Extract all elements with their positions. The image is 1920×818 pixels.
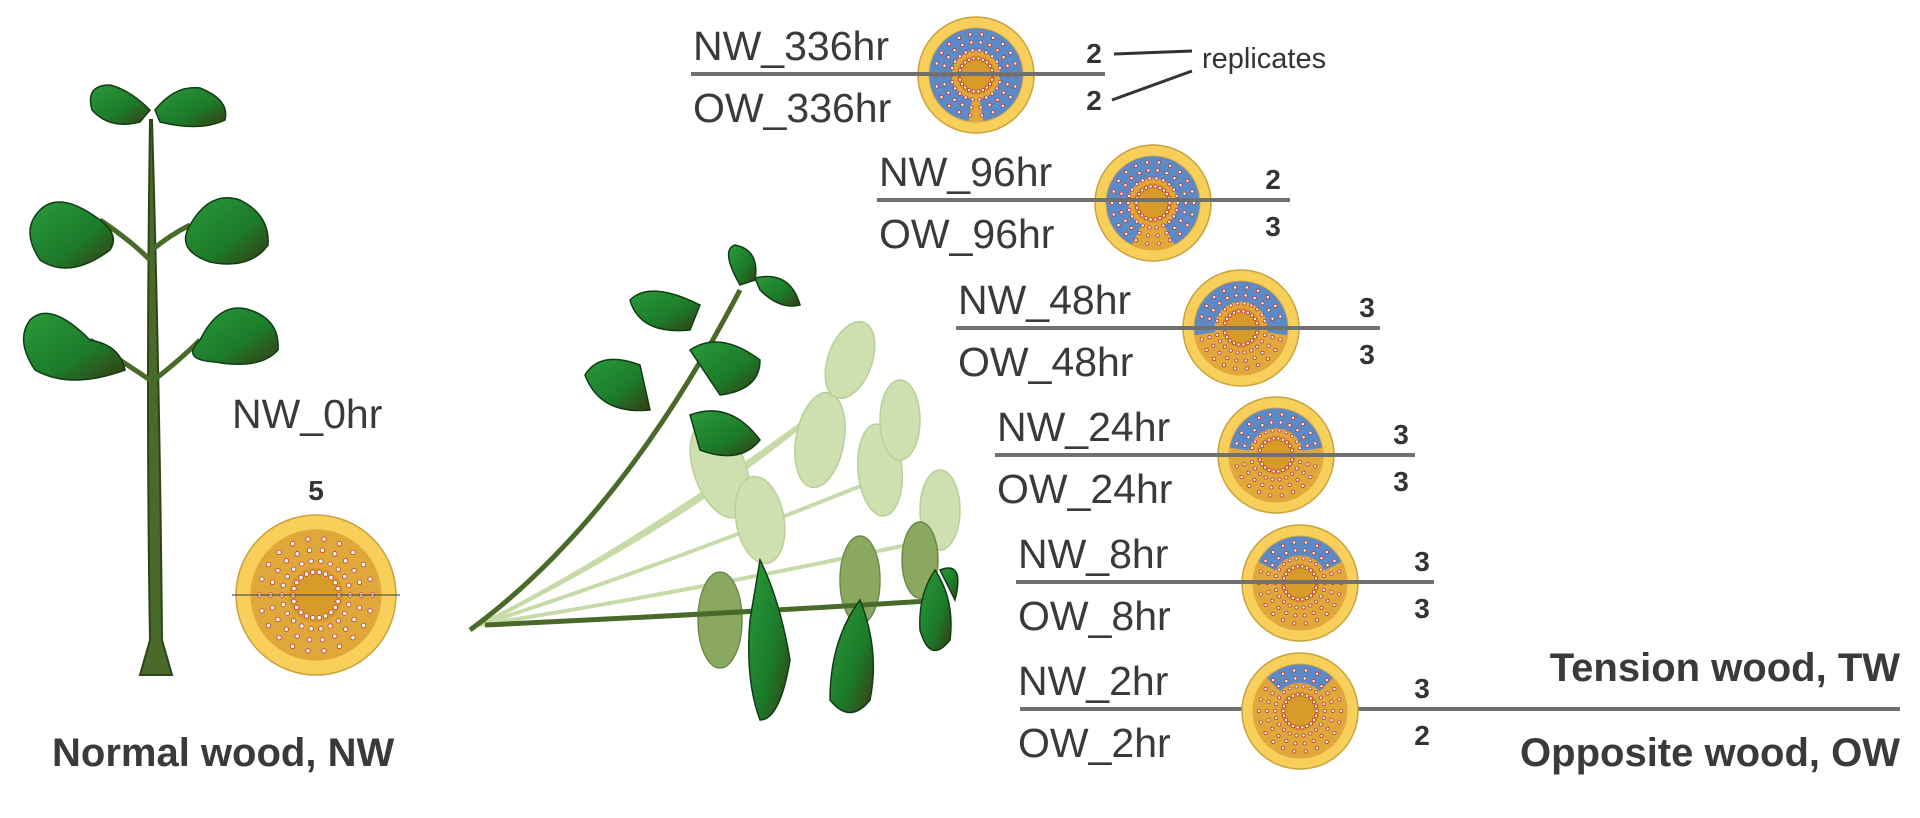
ow-replicate-count: 2 — [1086, 85, 1102, 116]
stem-cross-section — [1241, 652, 1359, 770]
nw-timepoint-label: NW_24hr — [997, 404, 1170, 450]
tension-wood-zone — [1194, 281, 1288, 336]
nw-replicate-count: 3 — [1414, 673, 1430, 704]
tension-wood-zone — [1267, 664, 1333, 692]
tension-wood-zone — [929, 28, 1023, 122]
bent-plant-illustration — [468, 244, 961, 721]
control-replicates: 5 — [308, 475, 324, 506]
tension-wood-zone — [1258, 536, 1342, 571]
ow-timepoint-label: OW_8hr — [1018, 593, 1171, 639]
nw-replicate-count: 2 — [1265, 164, 1281, 195]
nw-timepoint-label: NW_2hr — [1018, 658, 1168, 704]
nw-replicate-count: 3 — [1393, 419, 1409, 450]
vessel-pattern — [1233, 412, 1319, 498]
vessel-pattern — [1110, 160, 1196, 246]
replicates-annotation: replicates — [1111, 43, 1326, 102]
ow-timepoint-label: OW_24hr — [997, 466, 1172, 512]
nw-timepoint-label: NW_48hr — [958, 277, 1131, 323]
replicates-label: replicates — [1202, 43, 1326, 75]
control-group: NW_0hr 5 — [232, 391, 400, 676]
control-label: NW_0hr — [232, 391, 382, 437]
normal-wood-label: Normal wood, NW — [52, 731, 394, 775]
pith — [1280, 691, 1320, 731]
nw-timepoint-label: NW_8hr — [1018, 531, 1168, 577]
nw-replicate-count: 3 — [1414, 546, 1430, 577]
ow-replicate-count: 3 — [1359, 339, 1375, 370]
ow-replicate-count: 3 — [1265, 211, 1281, 242]
nw-timepoint-label: NW_336hr — [693, 23, 889, 69]
vessel-pattern — [1257, 668, 1343, 754]
upright-plant-illustration — [22, 84, 279, 676]
ow-replicate-count: 2 — [1414, 720, 1430, 751]
tension-wood-zone — [1229, 408, 1323, 451]
nw-replicate-count: 2 — [1086, 38, 1102, 69]
stem-cross-section — [1094, 144, 1212, 262]
control-cross-section — [232, 514, 400, 676]
tension-wood-label: Tension wood, TW — [1550, 646, 1901, 690]
pith — [1133, 183, 1173, 223]
nw-timepoint-label: NW_96hr — [879, 149, 1052, 195]
ow-timepoint-label: OW_336hr — [693, 85, 891, 131]
vessel-pattern — [1198, 285, 1284, 371]
opposite-wood-label: Opposite wood, OW — [1520, 731, 1900, 775]
timepoint-rows: NW_336hrOW_336hr22NW_96hrOW_96hr23NW_48h… — [691, 16, 1434, 770]
stem-cross-section — [232, 514, 400, 676]
ow-timepoint-label: OW_96hr — [879, 211, 1054, 257]
ow-replicate-count: 3 — [1393, 466, 1409, 497]
nw-replicate-count: 3 — [1359, 292, 1375, 323]
ow-replicate-count: 3 — [1414, 593, 1430, 624]
ow-timepoint-label: OW_48hr — [958, 339, 1133, 385]
ow-timepoint-label: OW_2hr — [1018, 720, 1171, 766]
vessel-pattern — [256, 536, 376, 654]
